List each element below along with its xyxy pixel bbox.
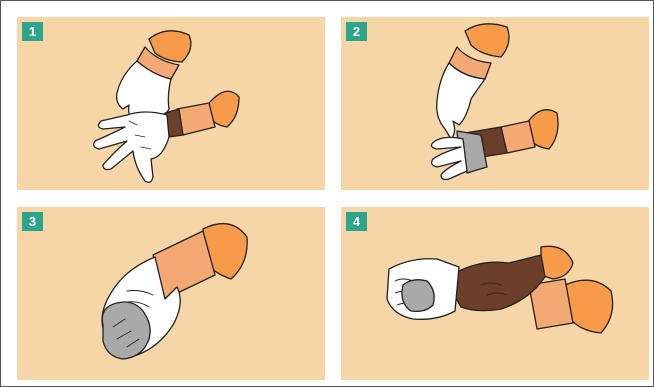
step-4-illustration	[341, 207, 649, 380]
lower-sleeve	[565, 280, 613, 333]
inverted-glove-ball	[102, 302, 150, 359]
step-1-panel: 1	[17, 17, 325, 190]
upper-sleeve	[541, 246, 573, 279]
inverted-glove-ball	[402, 280, 434, 312]
step-3-panel: 3	[17, 207, 325, 380]
bare-hand	[451, 255, 545, 311]
step-4-panel: 4	[341, 207, 649, 380]
step-2-panel: 2	[341, 17, 649, 190]
step-1-illustration	[17, 17, 325, 190]
step-3-illustration	[17, 207, 325, 380]
step-2-illustration	[341, 17, 649, 190]
lower-glove-fingers	[431, 137, 467, 179]
upper-sleeve	[465, 24, 509, 57]
